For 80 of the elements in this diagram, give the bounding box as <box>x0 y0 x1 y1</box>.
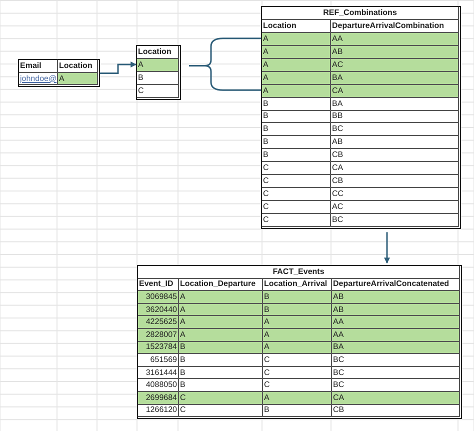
table-cell: C <box>262 162 331 176</box>
table-cell: CA <box>331 84 459 98</box>
data-table <box>137 265 462 420</box>
table-cell: 3620440 <box>138 304 179 316</box>
table-cell: B <box>179 342 263 354</box>
table-cell: AA <box>331 32 459 46</box>
table-cell: 1523784 <box>138 342 179 354</box>
table-cell: 2828007 <box>138 328 179 342</box>
table-cell: C <box>262 175 331 188</box>
table-cell: A <box>263 342 332 354</box>
table-cell: 4225625 <box>138 316 179 329</box>
table-title: REF_Combinations <box>262 7 459 20</box>
table-cell: CB <box>331 175 459 188</box>
table-cell: CB <box>332 404 460 418</box>
table-cell: BB <box>331 110 459 124</box>
table-cell: A <box>262 58 331 72</box>
table-cell: CA <box>331 162 459 176</box>
table-cell: B <box>262 149 331 162</box>
table-cell: A <box>179 291 263 304</box>
table-cell: B <box>179 354 263 367</box>
table-cell: C <box>262 188 331 202</box>
table-cell: 3161444 <box>138 366 179 380</box>
table-cell: A <box>58 72 98 86</box>
table-cell: AB <box>332 304 460 316</box>
table-cell: B <box>263 304 332 316</box>
table-cell: B <box>262 123 331 136</box>
table-cell: BA <box>331 98 459 110</box>
table-cell: BC <box>331 214 459 227</box>
table-cell: C <box>179 404 263 418</box>
table-cell: C <box>262 214 331 227</box>
arrow <box>100 62 137 74</box>
table-cell: B <box>262 110 331 124</box>
table-cell: BC <box>331 123 459 136</box>
brace-connector <box>188 38 262 91</box>
table-cell: A <box>263 328 332 342</box>
table-cell: C <box>137 85 179 98</box>
table-cell: A <box>262 46 331 59</box>
table-cell: 651569 <box>138 354 179 367</box>
table-cell: BA <box>332 342 460 354</box>
table-cell: AB <box>331 136 459 150</box>
table-cell: A <box>263 316 332 329</box>
table-cell: AB <box>331 46 459 59</box>
table-cell: BC <box>332 366 460 380</box>
table-cell: AB <box>332 291 460 304</box>
data-table <box>18 59 100 88</box>
table-cell: AC <box>331 201 459 214</box>
table-cell: A <box>263 392 332 405</box>
table-cell: A <box>179 328 263 342</box>
table-cell: CC <box>331 188 459 202</box>
table-cell: CB <box>331 149 459 162</box>
table-cell: B <box>263 291 332 304</box>
table-cell: A <box>137 59 179 72</box>
arrow <box>384 232 390 264</box>
table-cell: BA <box>331 72 459 85</box>
table-cell: A <box>262 72 331 85</box>
table-cell: A <box>262 32 331 46</box>
table-cell: B <box>263 404 332 418</box>
table-cell: 3069845 <box>138 291 179 304</box>
table-cell: C <box>262 201 331 214</box>
table-cell: BC <box>332 354 460 367</box>
table-cell: CA <box>332 392 460 405</box>
table-cell: A <box>262 84 331 98</box>
table-cell: A <box>179 304 263 316</box>
table-cell: B <box>262 98 331 110</box>
table-cell: C <box>263 354 332 367</box>
table-cell: B <box>179 366 263 380</box>
table-cell: B <box>262 136 331 150</box>
table-cell: AC <box>331 58 459 72</box>
table-cell: A <box>179 316 263 329</box>
data-table <box>261 6 461 230</box>
table-cell: C <box>179 392 263 405</box>
column-header: Email <box>19 60 58 73</box>
table-cell: C <box>263 366 332 380</box>
table-cell: AA <box>332 328 460 342</box>
table-cell: 2699684 <box>138 392 179 405</box>
data-table <box>136 45 181 100</box>
table-cell: B <box>137 72 179 85</box>
table-cell: AA <box>332 316 460 329</box>
table-cell: 1266120 <box>138 404 179 418</box>
table-title: FACT_Events <box>138 266 460 279</box>
